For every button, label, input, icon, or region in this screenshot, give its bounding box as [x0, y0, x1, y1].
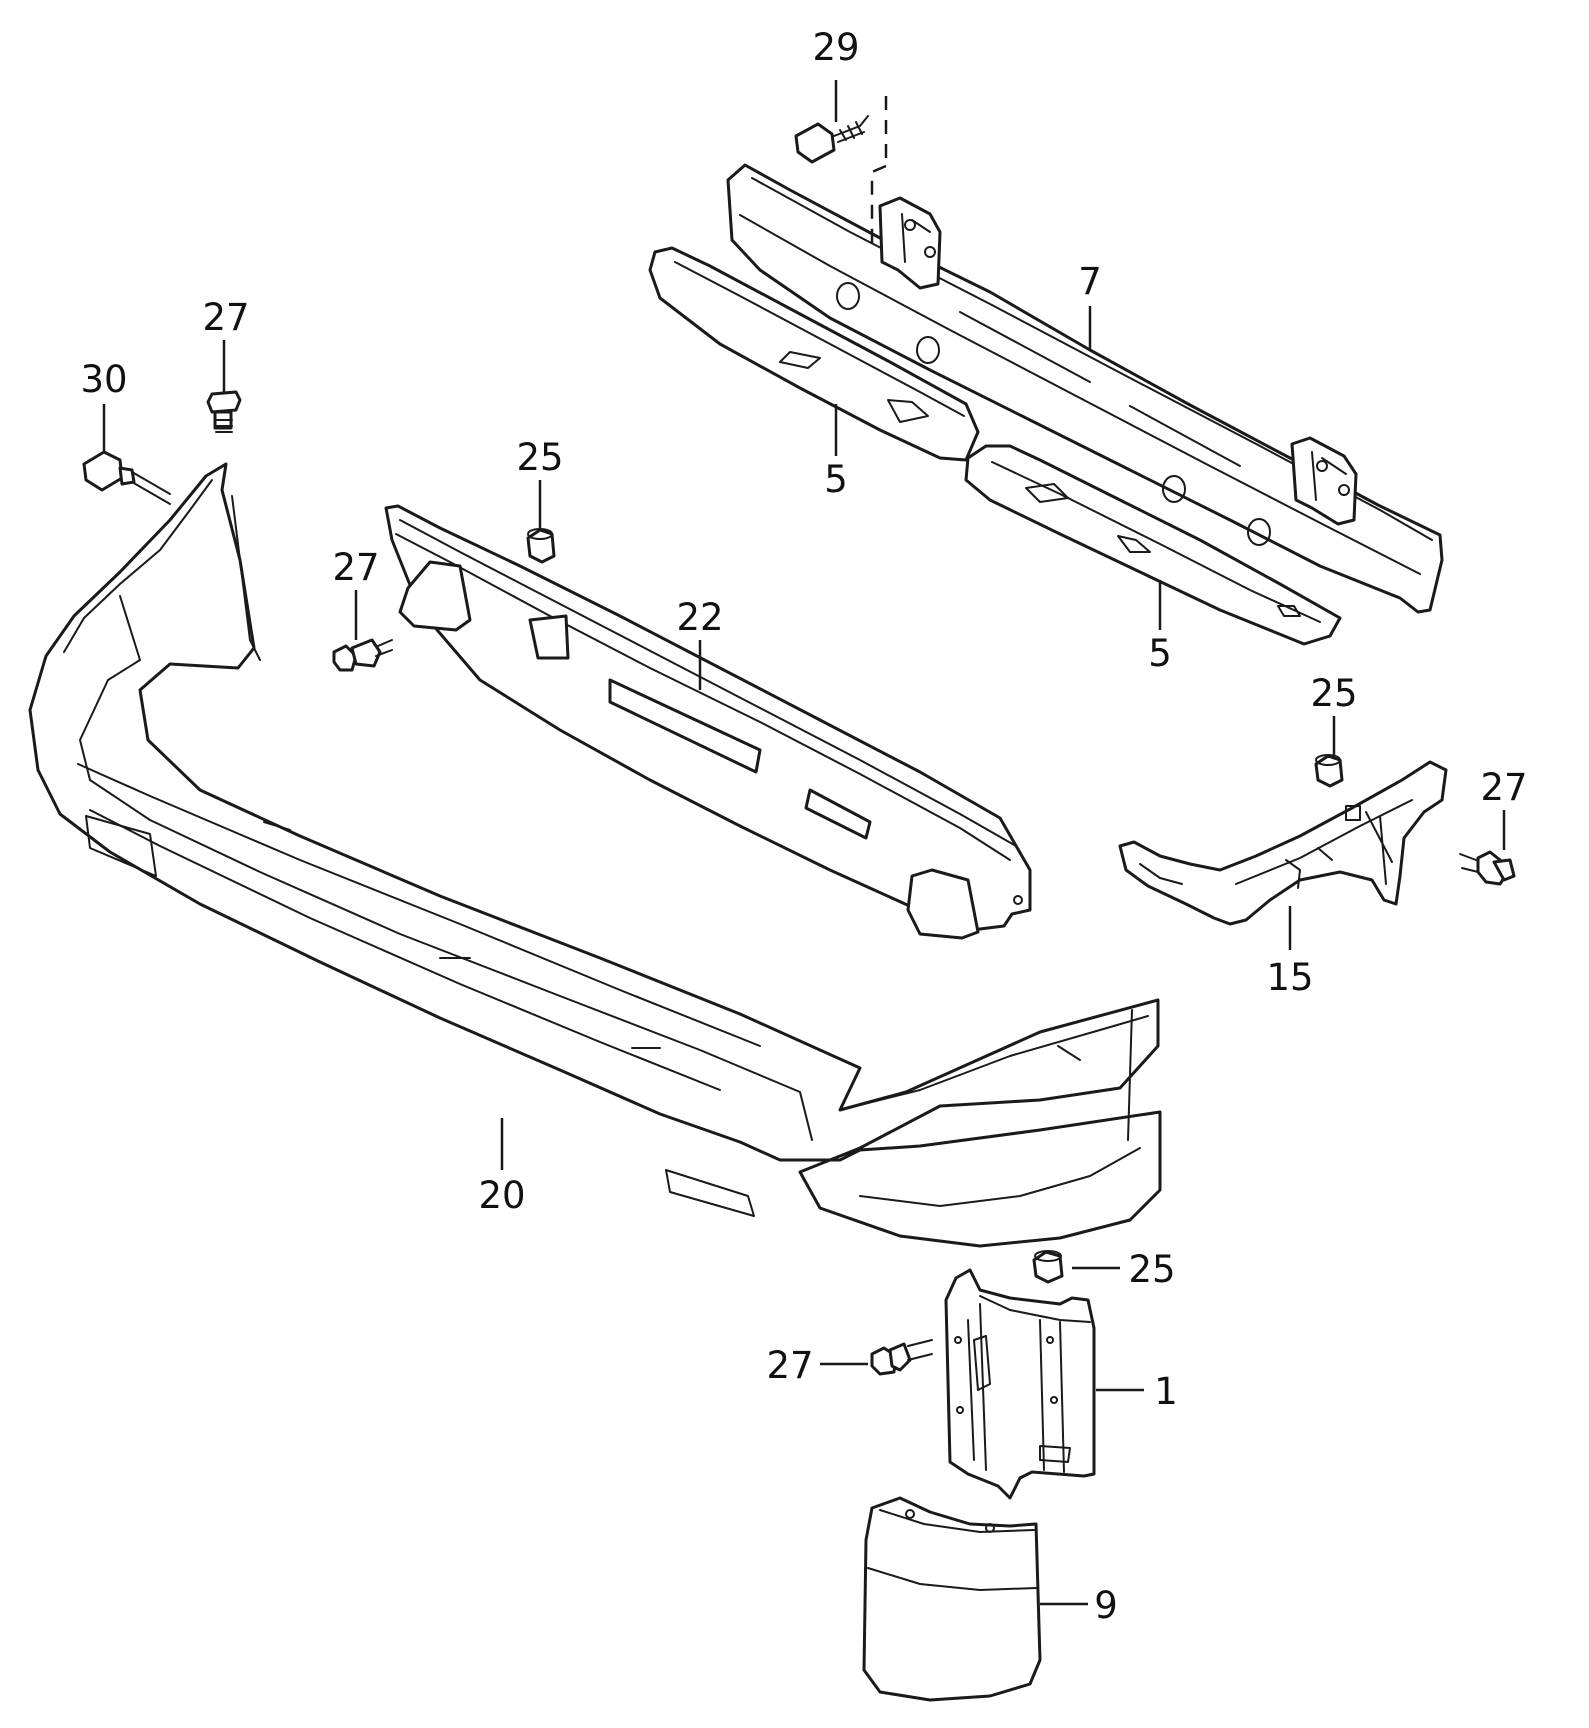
part-20-bumper-cover: [28, 462, 1162, 1248]
callout-30[interactable]: 30: [80, 358, 127, 401]
leader-lines: [102, 80, 1506, 1606]
callout-15[interactable]: 15: [1266, 956, 1313, 999]
callout-9[interactable]: 9: [1094, 1584, 1118, 1627]
part-27-clip-top: [206, 390, 242, 433]
part-25-cap-center: [526, 528, 556, 564]
callout-27d[interactable]: 27: [766, 1344, 813, 1387]
callout-27b[interactable]: 27: [332, 546, 379, 589]
callout-25b[interactable]: 25: [1310, 672, 1357, 715]
callout-22[interactable]: 22: [676, 596, 723, 639]
part-9-end-cap: [862, 1496, 1042, 1702]
part-22-bumper-bar: [384, 504, 1032, 940]
part-27-clip-left: [332, 638, 393, 672]
part-25-cap-bottom: [1032, 1250, 1064, 1284]
callout-20[interactable]: 20: [478, 1174, 525, 1217]
part-29-screw: [794, 115, 869, 164]
part-7-bumper-carrier: [726, 163, 1444, 614]
callout-7[interactable]: 7: [1078, 260, 1102, 303]
callout-25c[interactable]: 25: [1128, 1248, 1175, 1291]
part-30-bolt: [82, 450, 171, 505]
part-27-clip-right: [1459, 850, 1516, 886]
callout-27a[interactable]: 27: [202, 296, 249, 339]
leader-29-dashed: [870, 96, 888, 246]
callout-5a[interactable]: 5: [824, 458, 848, 501]
callout-29[interactable]: 29: [812, 26, 859, 69]
part-5-trim-strip-left: [648, 246, 980, 462]
callout-25a[interactable]: 25: [516, 436, 563, 479]
part-25-cap-right: [1314, 754, 1344, 788]
callout-1[interactable]: 1: [1154, 1370, 1178, 1413]
part-27-clip-bottom: [870, 1339, 933, 1376]
part-1-support-bracket: [944, 1268, 1096, 1500]
callout-labels: 29 7 5 5 27 30 25 27 22 25 27 15 20 25 2…: [80, 26, 1527, 1627]
callout-27c[interactable]: 27: [1480, 766, 1527, 809]
part-15-side-bracket: [1118, 760, 1448, 926]
part-5-trim-strip-right: [964, 444, 1342, 646]
callout-5b[interactable]: 5: [1148, 632, 1172, 675]
